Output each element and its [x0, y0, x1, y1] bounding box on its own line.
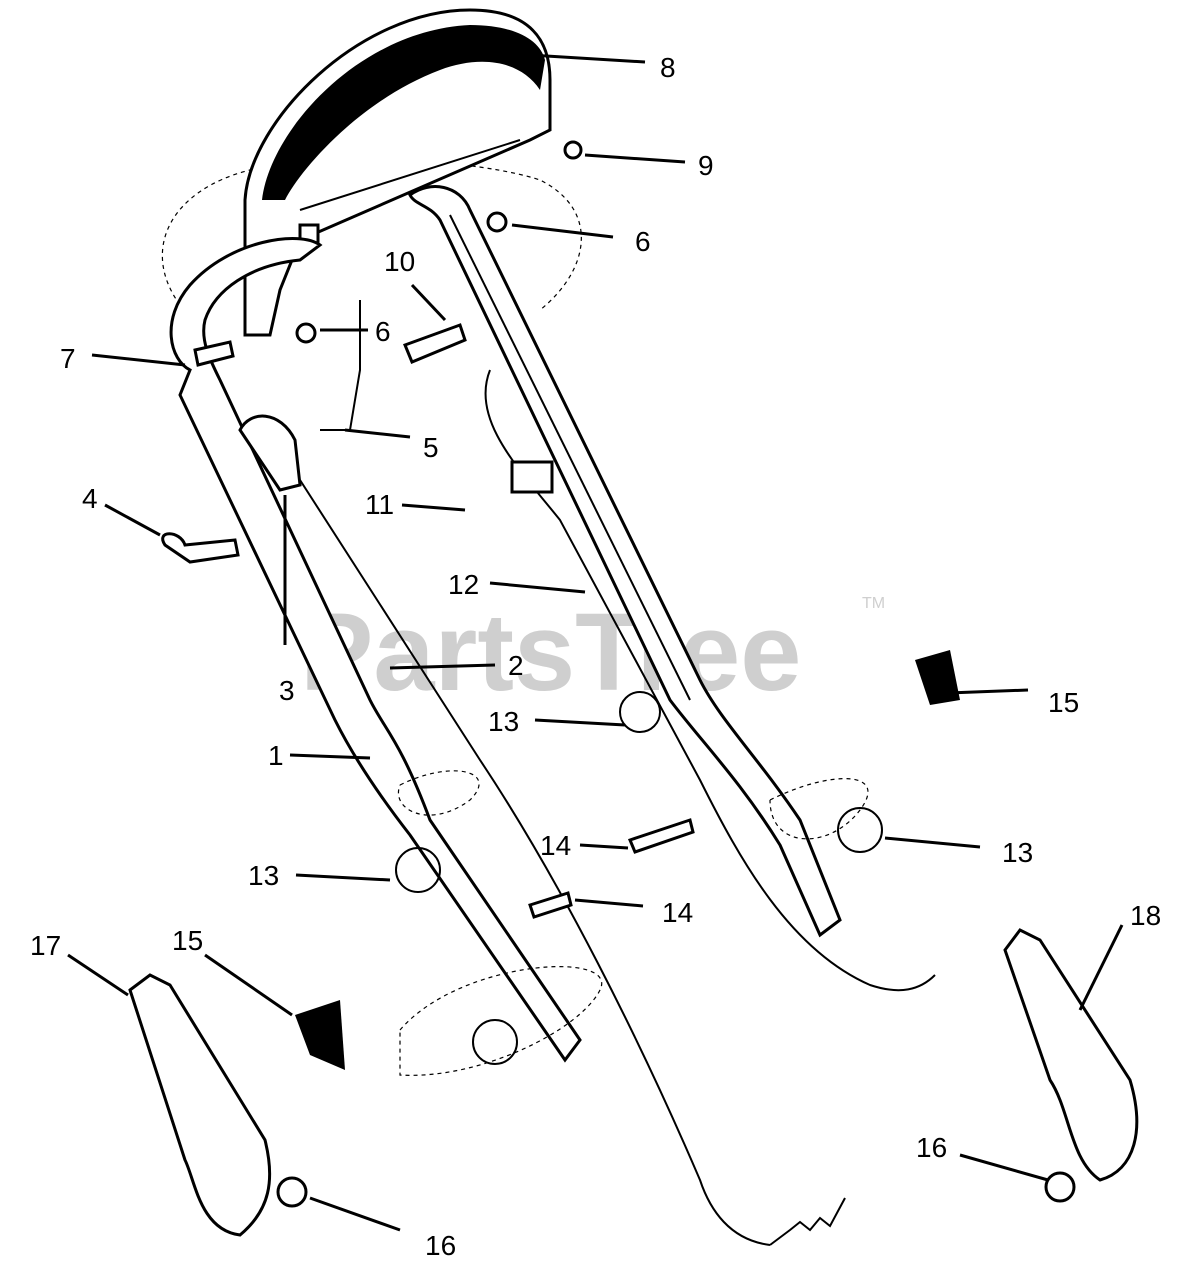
callout-11: 11 [365, 489, 394, 520]
callout-13-b: 13 [248, 860, 279, 891]
nut-16-right [1044, 1171, 1076, 1203]
leader-lines [67, 53, 1124, 1232]
control-cable-lower [299, 479, 771, 1246]
callout-18: 18 [1130, 900, 1161, 931]
callout-1: 1 [268, 740, 284, 771]
dashed-hook-1 [397, 770, 480, 816]
callout-12: 12 [448, 569, 479, 600]
bracket-17 [128, 973, 272, 1237]
washer-6-right [486, 211, 508, 233]
dashed-hook-3 [399, 966, 603, 1076]
callout-7: 7 [60, 343, 76, 374]
watermark-trademark: TM [862, 595, 885, 612]
wire-5 [320, 300, 361, 431]
callout-13-a: 13 [488, 706, 519, 737]
callout-6-left: 6 [375, 316, 391, 347]
control-lever [238, 414, 302, 492]
bolt-14-upper [627, 818, 695, 854]
callouts: 1 2 3 4 5 6 6 7 8 9 10 11 12 13 13 13 13… [30, 52, 1161, 1261]
callout-8: 8 [660, 52, 676, 83]
callout-4: 4 [82, 483, 98, 514]
callout-2: 2 [508, 650, 524, 681]
upper-handle [243, 8, 552, 337]
callout-17: 17 [30, 930, 61, 961]
bolt-10 [403, 323, 467, 364]
cable-spring [769, 1197, 846, 1246]
watermark: PartsTree [300, 591, 801, 714]
callout-14-a: 14 [540, 830, 571, 861]
callout-5: 5 [423, 432, 439, 463]
cable-clip-11 [510, 460, 554, 494]
bolt-14-lower [528, 891, 573, 919]
bag-clips [395, 691, 883, 1065]
control-cable [484, 369, 936, 992]
knob-15-left [295, 1000, 345, 1070]
callout-16-a: 16 [916, 1132, 947, 1163]
callout-15-a: 15 [1048, 687, 1079, 718]
lower-handle-right [408, 185, 842, 938]
lower-handle-left [169, 237, 582, 1063]
nut-16-left [276, 1176, 308, 1208]
washer-9 [563, 140, 583, 160]
callout-14-b: 14 [662, 897, 693, 928]
callout-10: 10 [384, 246, 415, 277]
callout-16-b: 16 [425, 1230, 456, 1261]
callout-6-right: 6 [635, 226, 651, 257]
eyebolt-4 [161, 532, 240, 564]
callout-9: 9 [698, 150, 714, 181]
washer-6-left [295, 322, 317, 344]
callout-15-b: 15 [172, 925, 203, 956]
bracket-18 [1003, 928, 1139, 1182]
callout-3: 3 [279, 675, 295, 706]
knob-15-right [915, 650, 960, 705]
callout-13-c: 13 [1002, 837, 1033, 868]
dashed-hook-2 [769, 778, 869, 840]
bolt-7 [193, 340, 235, 367]
